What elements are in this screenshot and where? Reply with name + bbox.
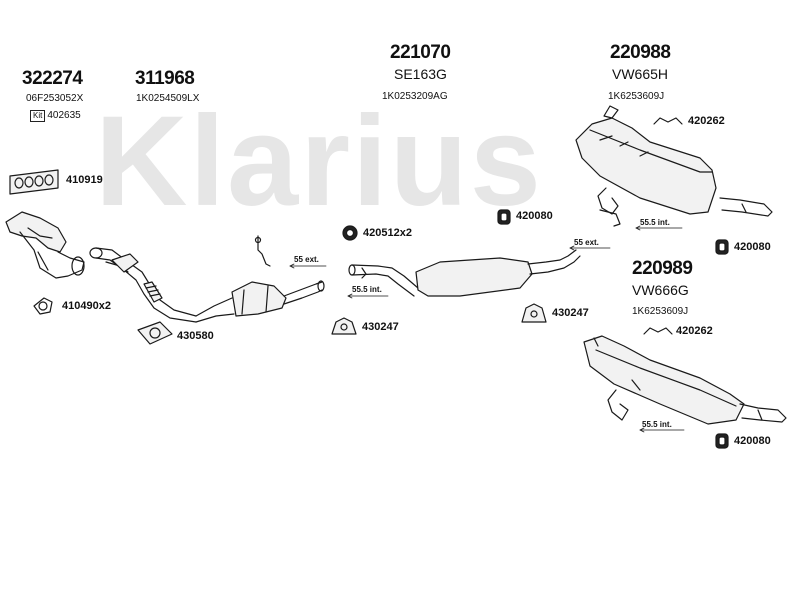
hanger-420512-icon <box>342 225 358 241</box>
label-420080-c: 420080 <box>734 435 771 447</box>
oem-number-311968: 1K0254509LX <box>136 93 200 104</box>
front-pipe-311968-icon <box>89 247 197 323</box>
dim-55-5-int-a: 55.5 int. <box>352 285 382 294</box>
label-420262-a: 420262 <box>688 115 725 127</box>
label-420512: 420512x2 <box>363 227 412 239</box>
ring-gasket-410490-icon <box>33 297 53 315</box>
watermark-text: Klarius <box>95 90 543 233</box>
oem-number-220988: 1K6253609J <box>608 91 665 102</box>
hanger-420080c-icon <box>715 433 729 449</box>
kit-box: Kit <box>30 110 46 122</box>
label-410490: 410490x2 <box>62 300 111 312</box>
exhaust-manifold-icon <box>5 211 85 279</box>
label-430247-b: 430247 <box>552 307 589 319</box>
dim-55-5-int-c: 55.5 int. <box>642 420 672 429</box>
oem-number-220989: 1K6253609J <box>632 306 689 317</box>
dim-55-5-int-b: 55.5 int. <box>640 218 670 227</box>
part-number-220988: 220988 <box>610 42 671 63</box>
code-220988: VW665H <box>612 66 669 82</box>
rubber-mount-430247b-icon <box>521 303 547 323</box>
hanger-420080b-icon <box>715 239 729 255</box>
label-430580: 430580 <box>177 330 214 342</box>
oem-number-221070: 1K0253209AG <box>382 91 448 102</box>
dim-55-ext-a: 55 ext. <box>294 255 319 264</box>
dim-55-ext-b: 55 ext. <box>574 238 599 247</box>
hanger-420080a-icon <box>497 209 511 225</box>
code-221070: SE163G <box>394 66 447 82</box>
part-number-311968: 311968 <box>135 68 195 89</box>
code-220989: VW666G <box>632 282 689 298</box>
part-number-220989: 220989 <box>632 258 693 279</box>
oem-number-322274: 06F253052X <box>26 93 84 104</box>
label-420080-b: 420080 <box>734 241 771 253</box>
middle-silencer-icon <box>348 249 581 297</box>
rubber-mount-430247-icon <box>331 317 357 335</box>
part-number-221070: 221070 <box>390 42 451 63</box>
label-420262-b: 420262 <box>676 325 713 337</box>
rear-silencer-220989-icon <box>583 335 787 425</box>
gasket-410919-icon <box>9 169 59 195</box>
kit-number: 402635 <box>47 110 81 121</box>
rear-silencer-220988-icon <box>575 105 773 227</box>
clamp-420262b-icon <box>643 327 673 335</box>
label-410919: 410919 <box>66 174 103 186</box>
clamp-420262a-icon <box>653 117 683 125</box>
dimension-lines <box>289 225 685 433</box>
flange-gasket-430580-icon <box>137 321 173 345</box>
part-number-322274: 322274 <box>22 68 83 89</box>
label-420080-a: 420080 <box>516 210 553 222</box>
label-430247-a: 430247 <box>362 321 399 333</box>
catalytic-converter-221070-icon <box>195 235 325 323</box>
